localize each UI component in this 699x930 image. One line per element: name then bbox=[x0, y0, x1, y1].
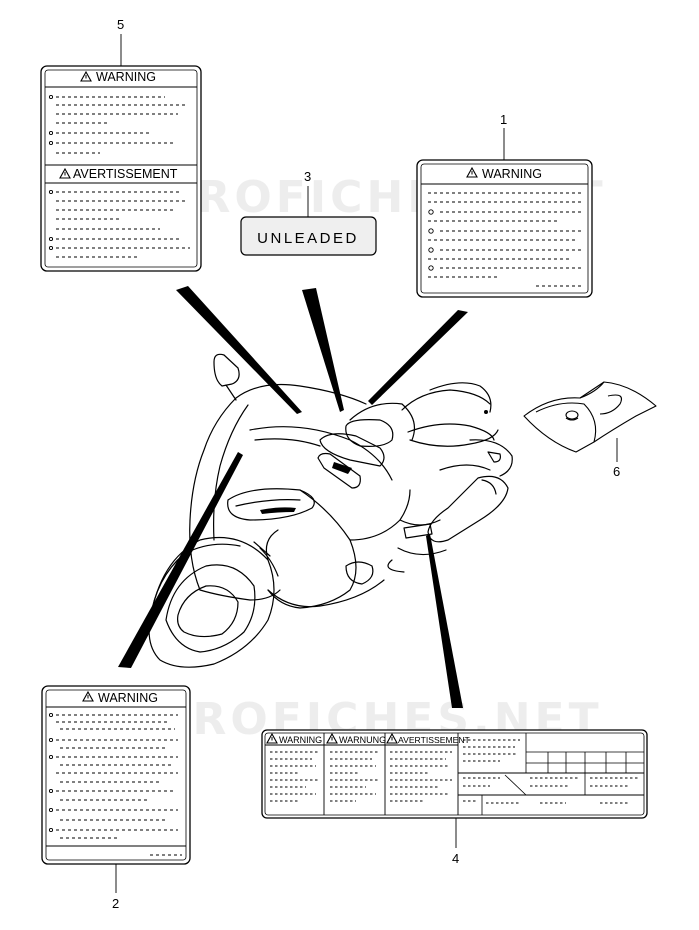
label-1-warning bbox=[416, 159, 593, 298]
part-number-5: 5 bbox=[117, 17, 125, 32]
label-3-unleaded bbox=[240, 216, 377, 256]
part-number-2: 2 bbox=[112, 896, 120, 911]
part-number-6: 6 bbox=[613, 464, 621, 479]
label-5-warning-avertissement bbox=[40, 65, 202, 272]
label-4-heading-avertissement: AVERTISSEMENT bbox=[398, 735, 471, 745]
label-4-heading-warning: WARNING bbox=[279, 735, 322, 745]
pointer-lines bbox=[118, 286, 468, 708]
label-5-heading-avertissement: AVERTISSEMENT bbox=[73, 167, 178, 181]
motorcycle-illustration bbox=[148, 353, 513, 668]
part-number-1: 1 bbox=[500, 112, 508, 127]
label-2-heading: WARNING bbox=[98, 691, 158, 705]
label-1-heading: WARNING bbox=[482, 167, 542, 181]
part-number-4: 4 bbox=[452, 851, 460, 866]
motorcycle-details bbox=[260, 410, 488, 514]
part-number-3: 3 bbox=[304, 169, 312, 184]
label-3-text: UNLEADED bbox=[257, 230, 359, 247]
label-5-heading-warning: WARNING bbox=[96, 70, 156, 84]
label-4-heading-warnung: WARNUNG bbox=[339, 735, 386, 745]
label-4-multilanguage bbox=[261, 729, 648, 819]
part-6-pouch bbox=[523, 381, 657, 453]
label-2-warning bbox=[41, 685, 191, 865]
